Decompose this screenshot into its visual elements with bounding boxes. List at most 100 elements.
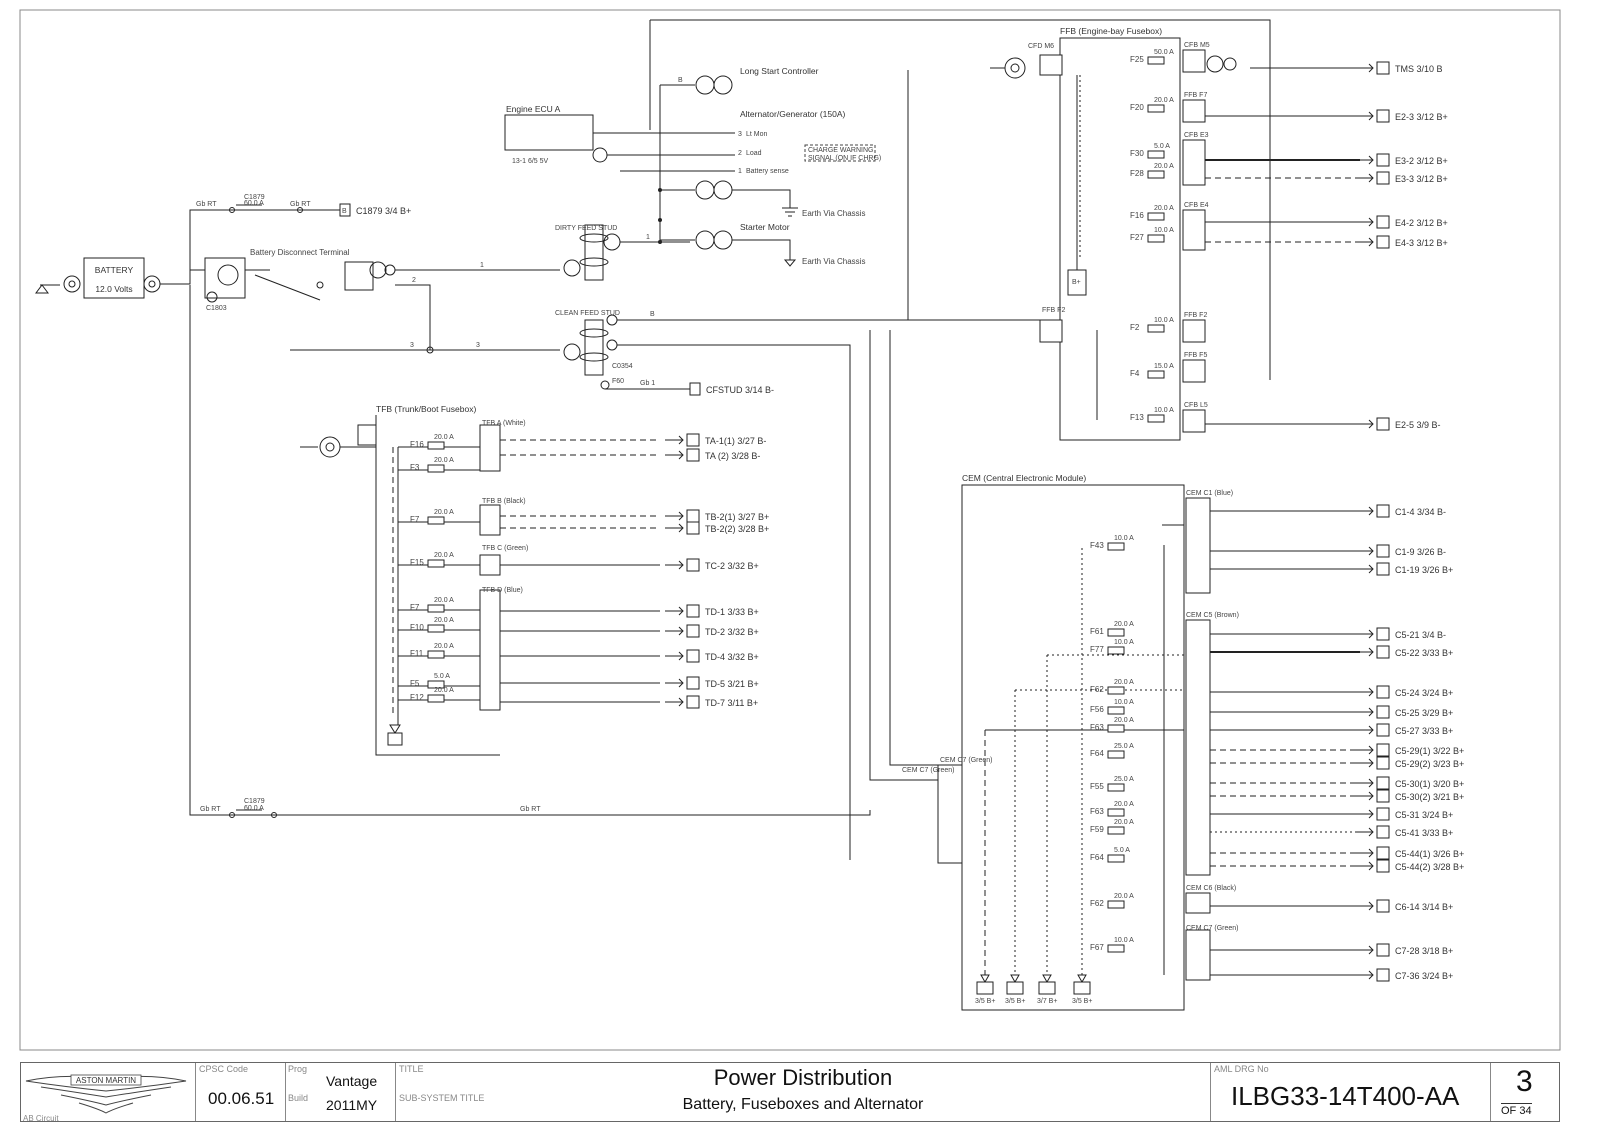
cem-output-arrow	[1355, 707, 1374, 717]
ffb-fuse-symbol	[1147, 170, 1165, 179]
logo-text: ASTON MARTIN	[76, 1076, 136, 1085]
svg-text:1: 1	[646, 234, 650, 241]
ffb-fuse-rating: 10.0 A	[1154, 317, 1174, 324]
dept-label: AB Circuit	[23, 1114, 59, 1123]
cem-fuse-name: F56	[1090, 705, 1104, 714]
tfb-fuse-symbol	[427, 680, 445, 689]
tfb-fuse-symbol	[427, 650, 445, 659]
cem-output-arrow	[1355, 848, 1374, 858]
cem-fuse-symbol	[1107, 686, 1125, 695]
cem-fuse-rating: 20.0 A	[1114, 679, 1134, 686]
cpsc-label: CPSC Code	[199, 1064, 249, 1074]
tfb-fuse-name: F3	[410, 463, 420, 472]
ffb-output-connector	[1376, 171, 1390, 185]
tfb-fuse-rating: 20.0 A	[434, 457, 454, 464]
drawing-title: Power Distribution	[713, 1065, 893, 1090]
ffb-connector-label: FFB F7	[1184, 92, 1207, 99]
cem-output-arrow	[1355, 970, 1374, 980]
ffb-output-reference: E4-2 3/12 B+	[1395, 218, 1448, 228]
ffb-fuse-symbol	[1147, 104, 1165, 113]
ffb-output-connector	[1376, 235, 1390, 249]
cem-output-connector	[1376, 685, 1390, 699]
cem-bottom-arrows	[976, 974, 1091, 995]
battery-volts: 12.0 Volts	[95, 284, 132, 294]
tfb-output-reference: TB-2(1) 3/27 B+	[705, 512, 769, 522]
tfb-output-arrow	[665, 450, 684, 460]
cem-bottom-ref: 3/5 B+	[1005, 998, 1025, 1005]
cem-label: CEM (Central Electronic Module)	[962, 473, 1086, 483]
title-cell: TITLE SUB-SYSTEM TITLE Power Distributio…	[396, 1063, 1211, 1121]
svg-text:B: B	[342, 208, 347, 215]
long-start-label: Long Start Controller	[740, 66, 819, 76]
cem-fuse-symbol	[1107, 646, 1125, 655]
cem-output-arrow	[1355, 725, 1374, 735]
cem-fuse-rating: 10.0 A	[1114, 639, 1134, 646]
svg-text:CHARGE WARNING: CHARGE WARNING	[808, 147, 873, 154]
sheet-cell: 3 OF 34	[1491, 1063, 1561, 1121]
tfb-output-reference: TD-7 3/11 B+	[705, 698, 758, 708]
cem-output-reference: C5-44(2) 3/28 B+	[1395, 862, 1464, 872]
cem-fuse-rating: 25.0 A	[1114, 776, 1134, 783]
ffb-output-arrow	[1355, 63, 1374, 73]
engine-ecu: Engine ECU A 13-1 6/5 5V	[504, 85, 735, 240]
clean-feed-stud: CLEAN FEED STUD 3 3 B F60 Gb 1 C0354 CFS…	[290, 310, 1040, 860]
ffb-fuse-rating: 20.0 A	[1154, 163, 1174, 170]
svg-text:FFB F2: FFB F2	[1042, 307, 1065, 314]
svg-text:Gb 1: Gb 1	[640, 380, 655, 387]
cem-bottom-ref: 3/5 B+	[975, 998, 995, 1005]
ffb-outputs	[1205, 67, 1360, 425]
tfb-output-reference: TC-2 3/32 B+	[705, 561, 759, 571]
cem-fuse-symbol	[1107, 542, 1125, 551]
drg-number: ILBG33-14T400-AA	[1231, 1081, 1460, 1111]
ffb-output-connector	[1376, 109, 1390, 123]
tfb-fuse-name: F7	[410, 515, 420, 524]
cem-connector-stack	[1185, 497, 1211, 981]
cem-output-reference: C5-29(1) 3/22 B+	[1395, 746, 1464, 756]
tfb-fuse-rating: 20.0 A	[434, 597, 454, 604]
svg-text:3: 3	[476, 342, 480, 349]
cem-output-connector	[1376, 504, 1390, 518]
tfb-connector-label: TFB D (Blue)	[482, 587, 523, 594]
build-value: 2011MY	[326, 1097, 378, 1113]
tfb-output-reference: TB-2(2) 3/28 B+	[705, 524, 769, 534]
tfb-output-connector	[686, 676, 700, 690]
tfb-output-arrow	[665, 523, 684, 533]
cem-output-reference: C1-19 3/26 B+	[1395, 565, 1453, 575]
cem-fuse-symbol	[1107, 854, 1125, 863]
ffb-label: FFB (Engine-bay Fusebox)	[1060, 26, 1162, 36]
cem-output-connector	[1376, 859, 1390, 873]
tfb-fuse-name: F11	[410, 649, 424, 658]
cem-fuse-rating: 25.0 A	[1114, 743, 1134, 750]
c1879-label: C1879 3/4 B+	[356, 206, 411, 216]
ffb-fuse-name: F4	[1130, 369, 1140, 378]
ffb-fuse-rating: 20.0 A	[1154, 97, 1174, 104]
title-label: TITLE	[399, 1064, 424, 1074]
cem-output-reference: C5-27 3/33 B+	[1395, 726, 1453, 736]
tfb-output-arrow	[665, 697, 684, 707]
cem-fuse-rating: 5.0 A	[1114, 847, 1130, 854]
tfb-output-connector	[686, 604, 700, 618]
cem-connector-label: CEM C6 (Black)	[1186, 885, 1236, 892]
svg-text:C0354: C0354	[612, 363, 633, 370]
ffb-fuse-symbol	[1147, 234, 1165, 243]
cem-output-arrow	[1355, 647, 1374, 657]
tfb-connector-label: TFB B (Black)	[482, 498, 526, 505]
tfb-output-reference: TD-2 3/32 B+	[705, 627, 759, 637]
cem-output-arrow	[1355, 809, 1374, 819]
tfb-fuse-symbol	[427, 559, 445, 568]
cem-output-arrow	[1355, 758, 1374, 768]
svg-text:CFD M6: CFD M6	[1028, 43, 1054, 50]
ffb-fuse-rating: 10.0 A	[1154, 227, 1174, 234]
dirty-feed-stud: DIRTY FEED STUD 1	[555, 224, 690, 281]
cem-output-wires	[1210, 510, 1360, 976]
tfb-output-arrow	[665, 626, 684, 636]
tfb-output-arrow	[665, 606, 684, 616]
ffb-output-arrow	[1355, 237, 1374, 247]
cem-fuse-name: F61	[1090, 627, 1104, 636]
ffb-output-reference: E2-3 3/12 B+	[1395, 112, 1448, 122]
cem-output-reference: C7-28 3/18 B+	[1395, 946, 1453, 956]
tfb-output-connector	[686, 558, 700, 572]
cpsc-value: 00.06.51	[208, 1089, 275, 1108]
tfb-output-arrow	[665, 435, 684, 445]
earth-label-1: Earth Via Chassis	[802, 209, 865, 218]
